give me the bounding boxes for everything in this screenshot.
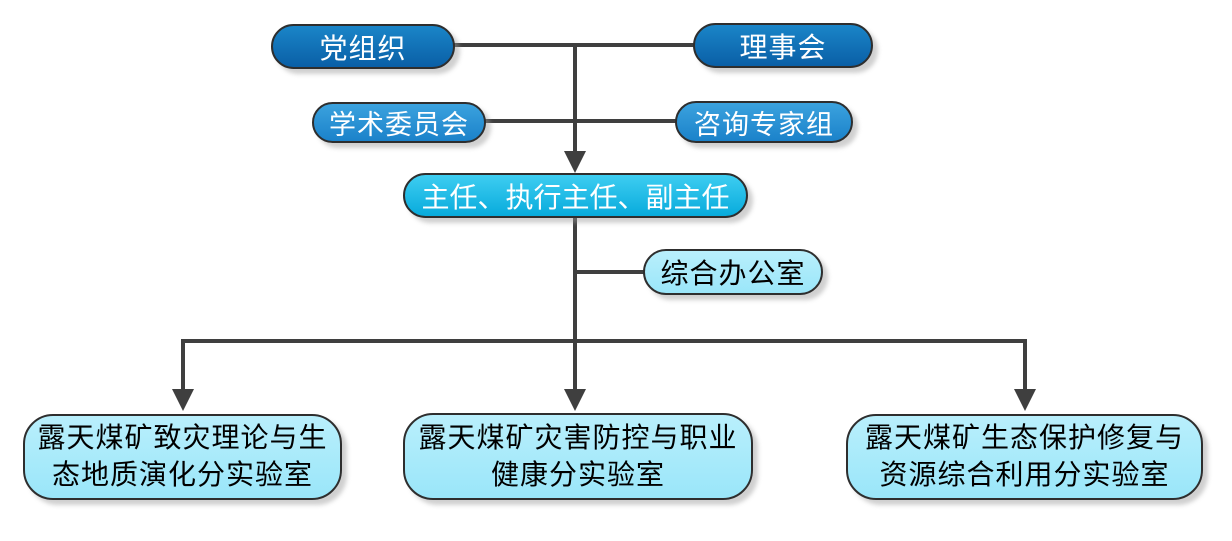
- connector-left-drop-vertical: [181, 339, 185, 390]
- connector-academic-advisory-horizontal: [483, 119, 677, 123]
- connector-distribution-horizontal: [181, 339, 1027, 343]
- connector-center-vertical-upper: [573, 43, 577, 153]
- arrowhead-down-to-directors: [564, 151, 586, 173]
- connector-office-branch-horizontal: [575, 270, 645, 274]
- node-lab-disaster-prevention-health: 露天煤矿灾害防控与职业 健康分实验室: [403, 413, 753, 500]
- node-lab-ecological-restoration-resources: 露天煤矿生态保护修复与 资源综合利用分实验室: [846, 414, 1203, 500]
- node-lab-disaster-theory-geology: 露天煤矿致灾理论与生 态地质演化分实验室: [23, 414, 342, 500]
- arrowhead-down-to-lab3: [1014, 389, 1036, 411]
- connector-center-vertical-lower: [573, 217, 577, 390]
- connector-right-drop-vertical: [1023, 339, 1027, 390]
- node-board-of-directors: 理事会: [693, 23, 873, 68]
- arrowhead-down-to-lab2: [564, 389, 586, 411]
- node-general-office: 综合办公室: [643, 249, 823, 295]
- node-directors: 主任、执行主任、副主任: [403, 173, 748, 218]
- node-academic-committee: 学术委员会: [312, 102, 486, 143]
- arrowhead-down-to-lab1: [172, 389, 194, 411]
- node-advisory-expert-group: 咨询专家组: [675, 101, 853, 143]
- node-party-organization: 党组织: [271, 24, 455, 69]
